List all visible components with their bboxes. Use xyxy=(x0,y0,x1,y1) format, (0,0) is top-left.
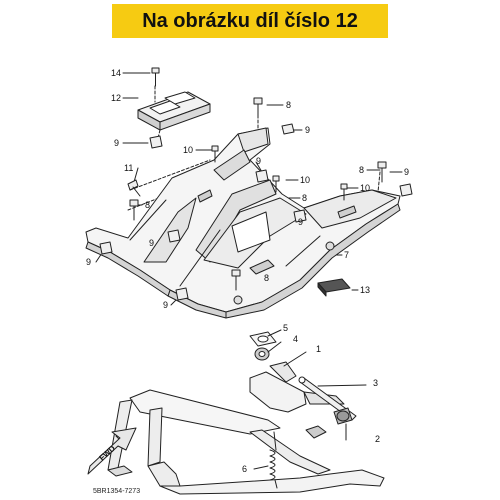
callout-5: 5 xyxy=(283,323,288,333)
callout-9c: 9 xyxy=(86,257,91,267)
callout-1: 1 xyxy=(316,344,321,354)
callout-2: 2 xyxy=(375,434,380,444)
callout-8d: 8 xyxy=(302,193,307,203)
part-4-collar xyxy=(254,347,270,361)
part-9-clips xyxy=(99,123,413,301)
part-13-pad xyxy=(317,278,351,297)
part-12-cover xyxy=(137,91,211,131)
callout-9b: 9 xyxy=(149,238,154,248)
callout-8c: 8 xyxy=(359,165,364,175)
callout-10c: 10 xyxy=(360,183,370,193)
diagram-code: 5BR1354-7273 xyxy=(93,488,141,495)
callout-9e: 9 xyxy=(305,125,310,135)
callout-13: 13 xyxy=(360,285,370,295)
part-14-screw xyxy=(151,67,160,87)
callout-4: 4 xyxy=(293,334,298,344)
page-title: Na obrázku díl číslo 12 xyxy=(142,9,358,32)
callout-10b: 10 xyxy=(300,175,310,185)
part-11-screw xyxy=(127,179,141,197)
callout-9h: 9 xyxy=(298,217,303,227)
callout-9d: 9 xyxy=(163,300,168,310)
callout-9a: 9 xyxy=(114,138,119,148)
callout-7: 7 xyxy=(344,250,349,260)
fwd-arrow-icon xyxy=(87,427,137,475)
callout-8a: 8 xyxy=(145,200,150,210)
callout-12: 12 xyxy=(111,93,121,103)
part-10-screws xyxy=(211,145,348,201)
part-8-bolts xyxy=(129,97,387,291)
callout-8e: 8 xyxy=(264,273,269,283)
lower-leader-lines xyxy=(253,329,367,470)
callout-9g: 9 xyxy=(404,167,409,177)
callout-14: 14 xyxy=(111,68,121,78)
callout-8b: 8 xyxy=(286,100,291,110)
callout-6: 6 xyxy=(242,464,247,474)
callout-10a: 10 xyxy=(183,145,193,155)
callout-9f: 9 xyxy=(256,156,261,166)
part-1-center-stand xyxy=(107,361,385,495)
callout-11: 11 xyxy=(124,163,133,173)
callout-3: 3 xyxy=(373,378,378,388)
part-6-spring xyxy=(269,431,278,489)
page-title-banner: Na obrázku díl číslo 12 xyxy=(112,4,388,38)
part-2-bushing xyxy=(333,407,353,425)
